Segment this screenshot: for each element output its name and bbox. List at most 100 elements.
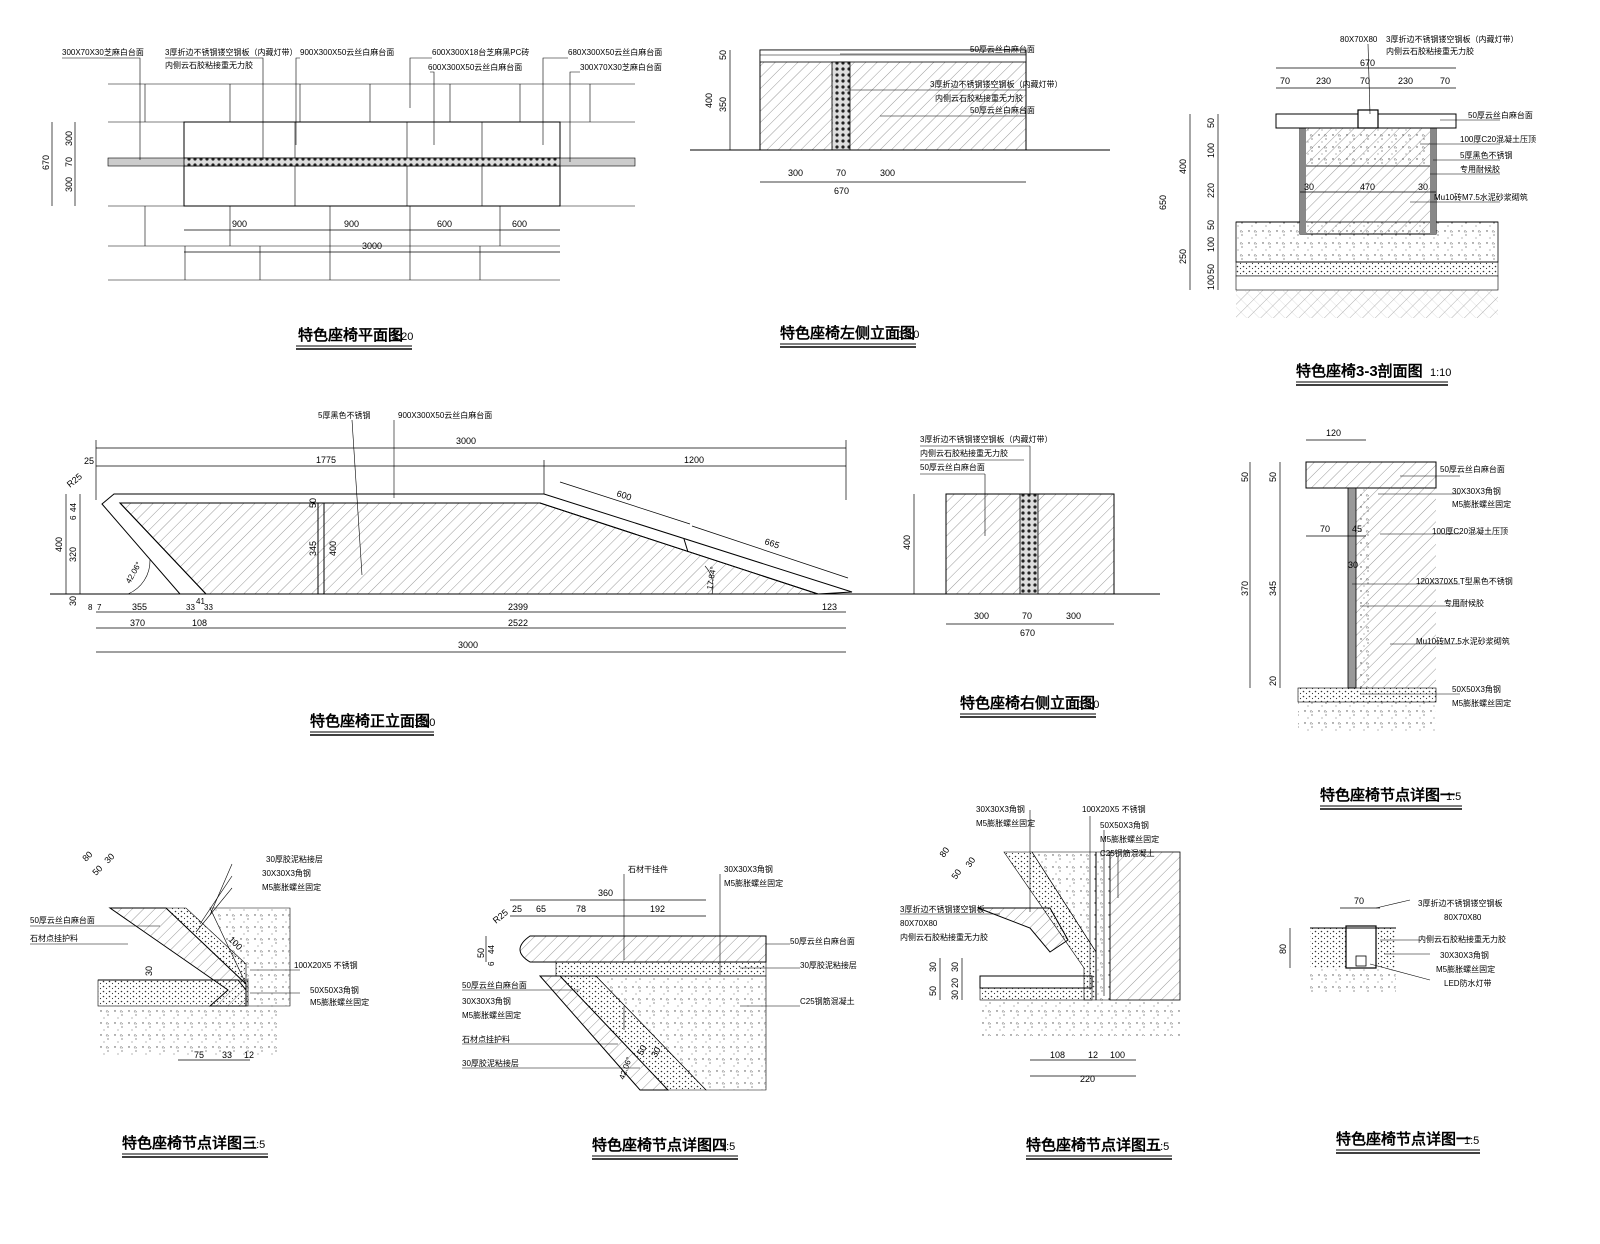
plan-dim-v300b: 300 <box>64 177 74 192</box>
sec-dim-v100b: 100 <box>1206 237 1216 252</box>
plan-label-7: 680X300X50云丝白麻台面 <box>568 47 662 57</box>
d4-dim-25: 25 <box>512 904 522 914</box>
right-elev-label-1: 3厚折边不锈钢镂空钢板（内藏灯带） <box>920 434 1052 444</box>
front-dim-7: 7 <box>97 603 102 612</box>
right-elevation: 3厚折边不锈钢镂空钢板（内藏灯带） 内侧云石胶粘接重无力胶 50厚云丝白麻台面 … <box>902 434 1115 718</box>
left-elev-dim-70: 70 <box>836 168 846 178</box>
d5-dim-100: 100 <box>1110 1050 1125 1060</box>
d6-label-3: 内侧云石胶粘接重无力胶 <box>1418 934 1506 944</box>
d3-dim-30: 30 <box>102 851 116 865</box>
front-dim-mid400: 400 <box>328 541 338 556</box>
front-dim-320: 320 <box>68 547 78 562</box>
d5-dim-12: 12 <box>1088 1050 1098 1060</box>
d4-dim-360: 360 <box>598 888 613 898</box>
front-dim-2522: 2522 <box>508 618 528 628</box>
d5-label-2: M5膨胀螺丝固定 <box>976 818 1035 828</box>
front-dim-665: 665 <box>763 536 780 550</box>
sec-dim-v50: 50 <box>1206 118 1216 128</box>
d1-dim-120: 120 <box>1326 428 1341 438</box>
d6-label-6: LED防水灯带 <box>1444 978 1492 988</box>
plan-scale: 1:20 <box>392 331 413 343</box>
sec-dim-v50b: 50 <box>1206 220 1216 230</box>
d4-label-8: M5膨胀螺丝固定 <box>462 1010 521 1020</box>
d4-label-6: 50厚云丝白麻台面 <box>462 980 527 990</box>
section-3-3: 80X70X80 3厚折边不锈钢镂空钢板（内藏灯带） 内侧云石胶粘接重无力胶 6… <box>1158 34 1536 386</box>
d3-dim-12: 12 <box>244 1050 254 1060</box>
d4-label-3: M5膨胀螺丝固定 <box>724 878 783 888</box>
front-dim-6: 6 <box>69 515 78 520</box>
front-dim-8: 8 <box>88 603 93 612</box>
d5-label-9: 内侧云石胶粘接重无力胶 <box>900 932 988 942</box>
d1-label-5: 120X370X5 T型黑色不锈钢 <box>1416 576 1513 586</box>
d4-dim-r25: R25 <box>491 907 510 925</box>
plan-label-8: 300X70X30芝麻白台面 <box>580 62 662 72</box>
sec-label-2: 100厚C20混凝土压顶 <box>1460 134 1536 144</box>
d4-label-1: 石材干挂件 <box>628 864 668 874</box>
front-dim-mid50: 50 <box>308 498 318 508</box>
d4-label-9: 石材点挂护料 <box>462 1034 510 1044</box>
sec-dim-230b: 230 <box>1398 76 1413 86</box>
left-elev-label-3: 内侧云石胶粘接重无力胶 <box>935 93 1023 103</box>
d3-title: 特色座椅节点详图三 <box>122 1134 257 1152</box>
d5-dim-108: 108 <box>1050 1050 1065 1060</box>
d1-label-2: 30X30X3角钢 <box>1452 486 1501 496</box>
d5-dim-30d: 30 <box>950 990 960 1000</box>
front-dim-33b: 33 <box>204 603 213 612</box>
d5-label-8: 80X70X80 <box>900 919 938 928</box>
sec-top-2: 3厚折边不锈钢镂空钢板（内藏灯带） <box>1386 34 1518 44</box>
front-scale: 1:10 <box>414 717 435 729</box>
detail-4: 石材干挂件 30X30X3角钢 M5膨胀螺丝固定 50厚云丝白麻台面 30厚胶泥… <box>462 864 857 1160</box>
front-elevation: 5厚黑色不锈钢 900X300X50云丝白麻台面 25 3000 1775 12… <box>50 410 1160 736</box>
d6-label-5: M5膨胀螺丝固定 <box>1436 964 1495 974</box>
d1-label-1: 50厚云丝白麻台面 <box>1440 464 1505 474</box>
sec-dim-v220: 220 <box>1206 183 1216 198</box>
d3-dim-50: 50 <box>90 863 104 877</box>
sec-dim-30b: 30 <box>1418 182 1428 192</box>
sec-dim-230a: 230 <box>1316 76 1331 86</box>
plan-label-1: 300X70X30芝麻白台面 <box>62 47 144 57</box>
d5-label-7: 3厚折边不锈钢镂空钢板 <box>900 904 984 914</box>
d5-dim-50: 50 <box>949 867 963 881</box>
d3-dim-30b: 30 <box>144 966 154 976</box>
front-angle-2: 17.84° <box>705 566 718 590</box>
sec-scale: 1:10 <box>1430 367 1451 379</box>
d5-label-1: 30X30X3角钢 <box>976 804 1025 814</box>
sec-dim-670: 670 <box>1360 58 1375 68</box>
d4-dim-6: 6 <box>487 961 496 966</box>
d5-dim-30c: 30 <box>950 962 960 972</box>
sec-label-4: 专用耐候胶 <box>1460 164 1500 174</box>
front-dim-123: 123 <box>822 602 837 612</box>
d4-dim-44: 44 <box>487 945 496 954</box>
right-elev-dim-v400: 400 <box>902 535 912 550</box>
d1-dim-370: 370 <box>1240 581 1250 596</box>
plan-dim-v70: 70 <box>64 157 74 167</box>
d1-dim-70: 70 <box>1320 524 1330 534</box>
front-dim-mid345: 345 <box>308 541 318 556</box>
d5-label-6: C25钢筋混凝土 <box>1100 848 1155 858</box>
d1-dim-30: 30 <box>1348 560 1358 570</box>
right-elev-dim-70: 70 <box>1022 611 1032 621</box>
d3-scale: 1:5 <box>250 1139 265 1151</box>
sec-dim-70b: 70 <box>1360 76 1370 86</box>
d4-label-5: 30厚胶泥粘接层 <box>800 960 857 970</box>
right-elev-label-3: 50厚云丝白麻台面 <box>920 462 985 472</box>
detail-3: 30厚胶泥粘接层 30X30X3角钢 M5膨胀螺丝固定 50厚云丝白麻台面 石材… <box>30 849 369 1158</box>
left-elev-label-4: 50厚云丝白麻台面 <box>970 105 1035 115</box>
front-dim-370: 370 <box>130 618 145 628</box>
sec-dim-v400: 400 <box>1178 159 1188 174</box>
right-elev-scale: 1:10 <box>1078 699 1099 711</box>
d3-dim-75: 75 <box>194 1050 204 1060</box>
d5-title: 特色座椅节点详图五 <box>1026 1136 1161 1154</box>
d4-dim-50b: 50 <box>635 1043 649 1057</box>
plan-label-3: 内侧云石胶粘接重无力胶 <box>165 60 253 70</box>
d6-label-4: 30X30X3角钢 <box>1440 950 1489 960</box>
left-elev-scale: 1:10 <box>898 329 919 341</box>
sec-dim-v250: 250 <box>1178 249 1188 264</box>
d1-title: 特色座椅节点详图一 <box>1320 786 1455 804</box>
d1-label-7: Mu10砖M7.5水泥砂浆砌筑 <box>1416 636 1510 646</box>
d4-label-4: 50厚云丝白麻台面 <box>790 936 855 946</box>
d6-title: 特色座椅节点详图一 <box>1336 1130 1471 1148</box>
left-elev-label-2: 3厚折边不锈钢镂空钢板（内藏灯带） <box>930 79 1062 89</box>
left-elev-title: 特色座椅左侧立面图 <box>780 324 915 342</box>
d1-dim-20: 20 <box>1268 676 1278 686</box>
